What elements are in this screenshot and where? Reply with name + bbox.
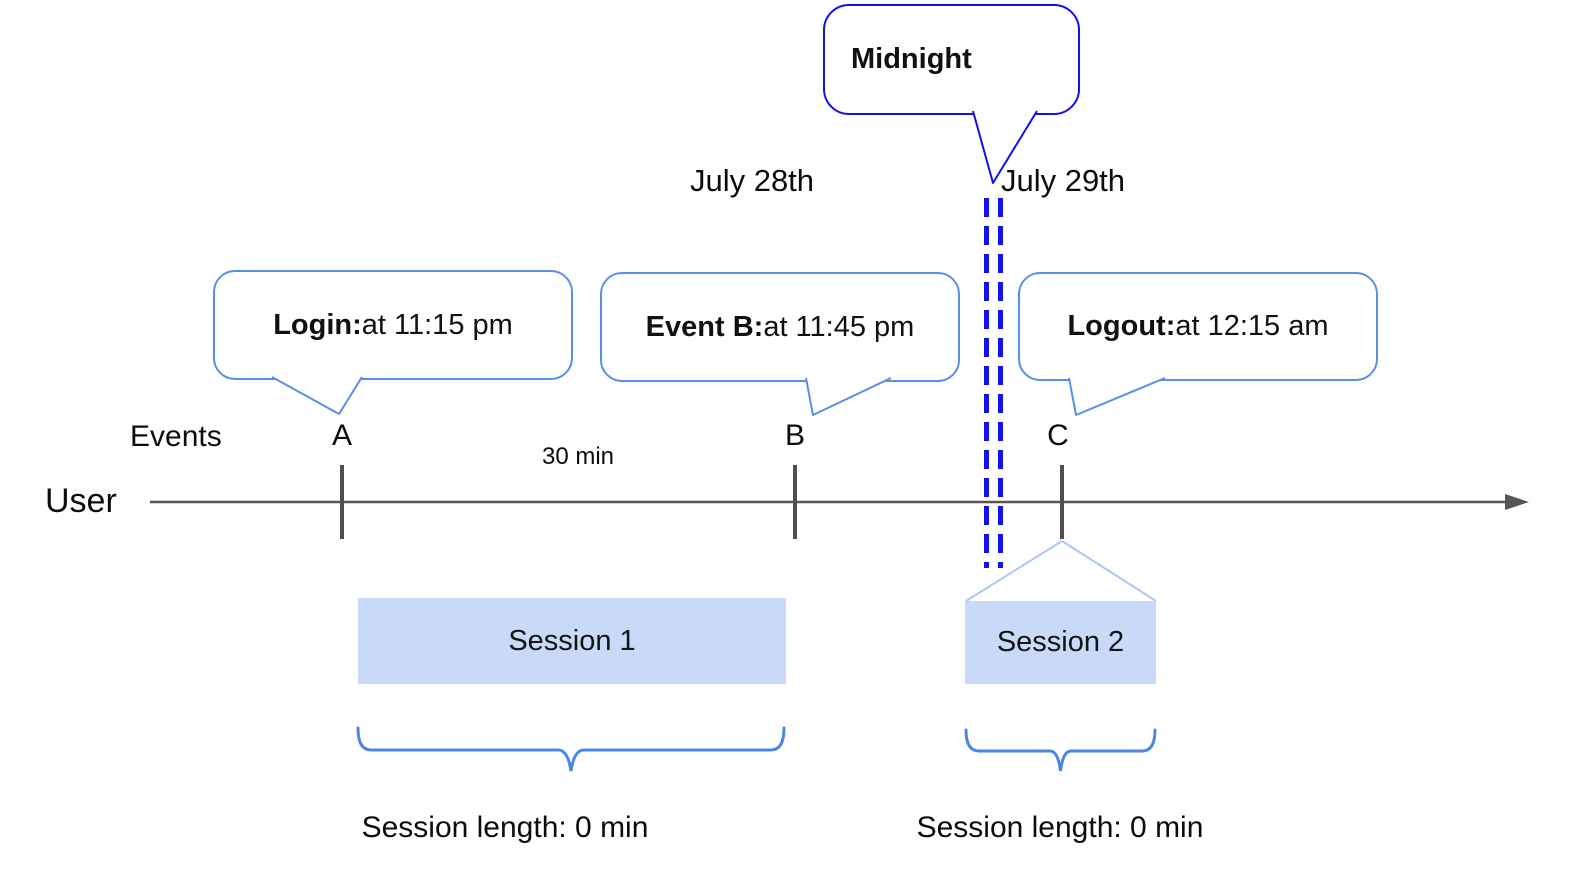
events-axis-label: Events xyxy=(130,420,222,453)
logout-callout-label: Logout: xyxy=(1067,310,1176,342)
user-axis-label: User xyxy=(45,482,117,520)
login-callout-tail xyxy=(271,376,363,415)
event-b-callout-text: at 11:45 pm xyxy=(763,310,915,343)
event-label-b: B xyxy=(784,419,806,452)
date-label-july-28: July 28th xyxy=(689,163,815,198)
event-label-c: C xyxy=(1047,419,1069,452)
midnight-callout: Midnight xyxy=(823,4,1080,115)
session-2-funnel-right-line xyxy=(1061,540,1157,602)
logout-callout-text: at 12:15 am xyxy=(1175,310,1329,342)
session-2-bar: Session 2 xyxy=(965,601,1156,684)
session-2-label: Session 2 xyxy=(996,626,1125,658)
event-b-callout-tail xyxy=(805,377,892,416)
session-1-length-label: Session length: 0 min xyxy=(361,811,649,844)
login-callout-text: at 11:15 pm xyxy=(361,308,513,341)
session-1-bar: Session 1 xyxy=(358,598,786,684)
interval-label-30min: 30 min xyxy=(541,443,615,470)
session-1-label: Session 1 xyxy=(508,624,636,657)
session-2-funnel-left-line xyxy=(965,540,1063,602)
logout-callout: Logout: at 12:15 am xyxy=(1018,272,1378,381)
session-2-length-label: Session length: 0 min xyxy=(916,811,1204,844)
login-callout-label: Login: xyxy=(273,308,362,341)
event-label-a: A xyxy=(331,419,353,452)
event-b-callout: Event B: at 11:45 pm xyxy=(600,272,960,382)
midnight-callout-title: Midnight xyxy=(851,43,972,75)
date-label-july-29: July 29th xyxy=(1000,163,1126,198)
logout-callout-tail xyxy=(1068,377,1166,416)
timeline-arrowhead xyxy=(1505,494,1529,510)
event-b-callout-label: Event B: xyxy=(645,310,764,343)
login-callout: Login: at 11:15 pm xyxy=(213,270,573,380)
session-1-brace xyxy=(356,726,786,772)
session-2-brace xyxy=(964,728,1157,772)
